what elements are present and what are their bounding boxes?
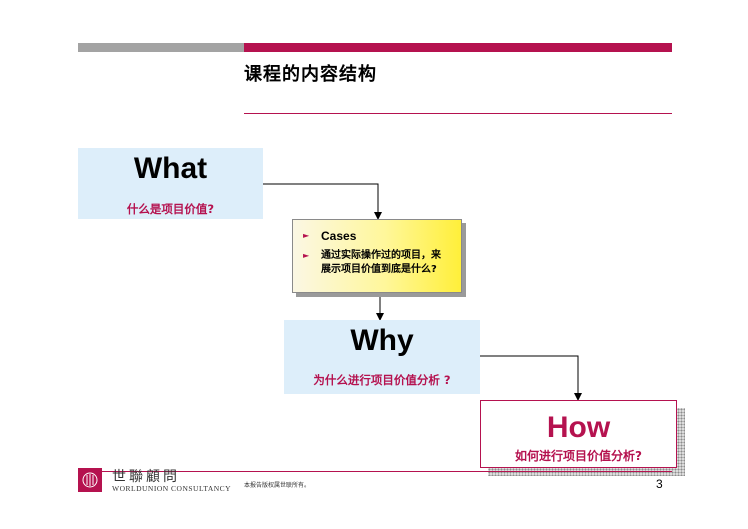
header-bar-accent	[244, 43, 672, 52]
worldunion-logo-icon	[78, 468, 102, 492]
cases-item-line: 通过实际操作过的项目，来	[321, 250, 441, 261]
how-heading: How	[546, 411, 611, 444]
cases-item-line: 展示项目价值到底是什么?	[321, 264, 437, 275]
footer-divider	[78, 471, 672, 472]
why-heading: Why	[350, 324, 414, 357]
how-subtitle: 如何进行项目价值分析?	[515, 449, 642, 463]
connector-what-cases	[263, 183, 382, 220]
company-name-en: WORLDUNION CONSULTANCY	[112, 484, 232, 493]
cases-item-text: Cases	[321, 229, 357, 243]
copyright-note: 本报告版权属世联所有。	[244, 482, 311, 489]
triangle-bullet-icon: ►	[303, 251, 310, 260]
connector-why-how	[480, 355, 582, 401]
header-bar-gray	[78, 43, 244, 52]
what-box: What 什么是项目价值?	[78, 148, 263, 219]
page-number: 3	[656, 477, 663, 491]
slide-title: 课程的内容结构	[244, 64, 377, 85]
company-name-cn: 世聯顧問	[112, 469, 180, 485]
why-subtitle: 为什么进行项目价值分析 ?	[313, 373, 451, 387]
what-heading: What	[133, 152, 208, 185]
title-divider	[244, 113, 672, 114]
why-box: Why 为什么进行项目价值分析 ?	[284, 320, 480, 394]
how-box: How 如何进行项目价值分析?	[480, 400, 677, 468]
triangle-bullet-icon: ►	[303, 231, 310, 240]
what-subtitle: 什么是项目价值?	[126, 202, 215, 216]
cases-box: ► Cases ► 通过实际操作过的项目，来 展示项目价值到底是什么?	[292, 219, 462, 293]
cases-item-text: 通过实际操作过的项目，来 展示项目价值到底是什么?	[321, 249, 441, 277]
